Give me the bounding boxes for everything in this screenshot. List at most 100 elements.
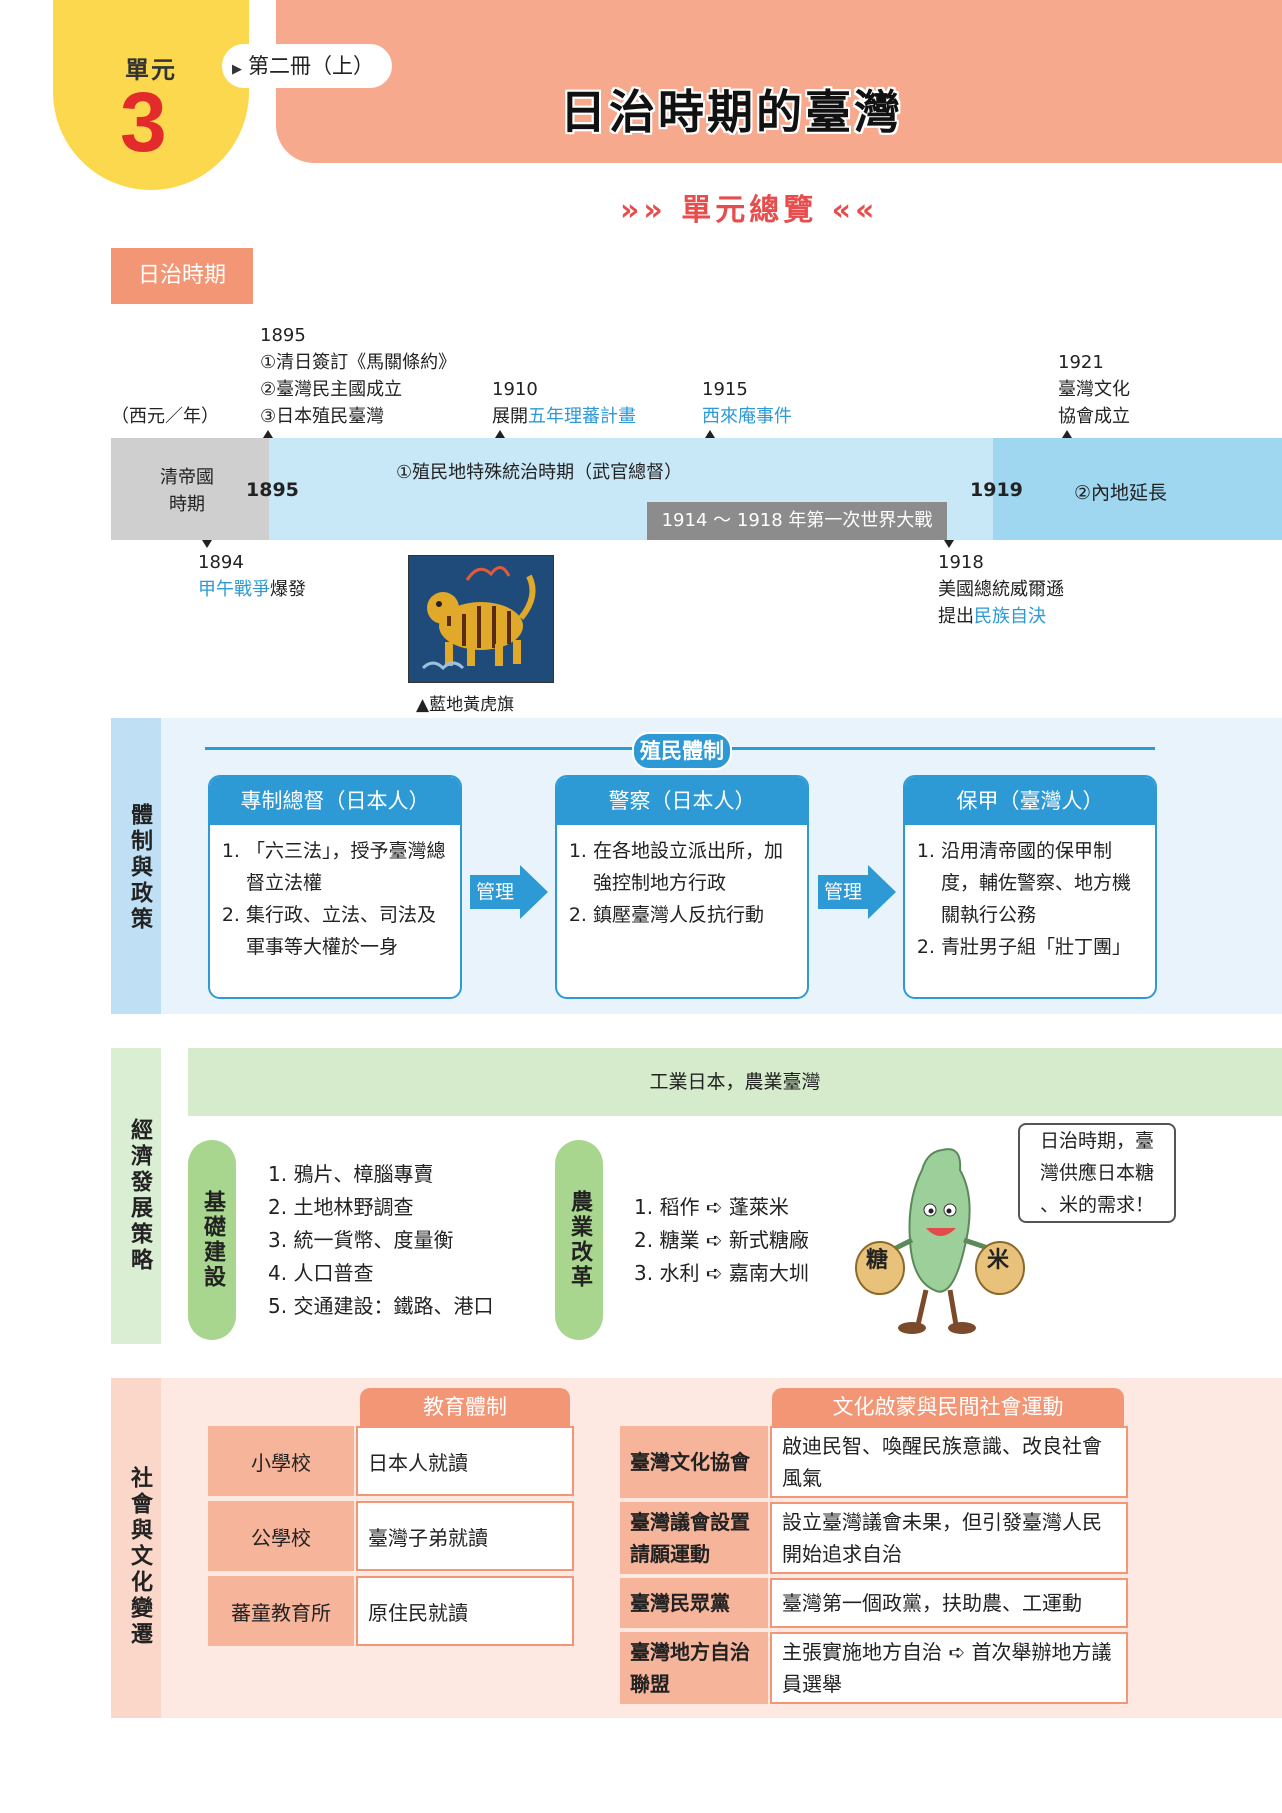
volume-pill: ▶第二冊（上）: [222, 44, 392, 88]
event-text: 爆發: [270, 579, 306, 600]
box-item: 鎮壓臺灣人反抗行動: [593, 899, 795, 931]
movement-name: 臺灣民眾黨: [620, 1578, 768, 1628]
event-line: 協會成立: [1058, 406, 1130, 427]
unit-badge: [53, 0, 249, 190]
end-year: 1919: [970, 479, 1023, 501]
list-item: 3. 統一貨幣、度量衡: [268, 1228, 454, 1252]
tick-1921: [1062, 430, 1072, 438]
event-highlight: 西來庵事件: [702, 406, 792, 427]
qing-label-line: 時期: [169, 494, 205, 515]
event-text: 提出: [938, 606, 974, 627]
manage-arrow-1: 管理: [470, 865, 548, 919]
era-tag: 日治時期: [111, 248, 253, 304]
overview-heading: »» 單元總覽 ««: [620, 185, 878, 229]
movement-desc: 設立臺灣議會未果，但引發臺灣人民開始追求自治: [770, 1502, 1128, 1574]
event-highlight: 民族自決: [974, 606, 1046, 627]
start-year: 1895: [246, 479, 299, 501]
event-1915: 1915 西來庵事件: [702, 376, 792, 430]
chevrons-left-icon: ««: [831, 193, 879, 228]
system-heading: 殖民體制: [632, 732, 732, 770]
page-title: 日治時期的臺灣: [560, 85, 903, 139]
tick-1894: [202, 540, 212, 548]
arrow-label: 管理: [818, 875, 868, 909]
movement-name: 臺灣議會設置請願運動: [620, 1502, 768, 1574]
baojia-box: 保甲（臺灣人） 沿用清帝國的保甲制度，輔佐警察、地方機關執行公務青壯男子組「壯丁…: [903, 775, 1157, 999]
timeline-period-2: [993, 438, 1282, 540]
overview-label: 單元總覽: [681, 193, 818, 228]
tiger-flag-image: [408, 555, 554, 683]
bubble-line: 日治時期，臺: [1039, 1130, 1154, 1152]
list-item: 4. 人口普查: [268, 1261, 374, 1285]
tick-1915: [705, 430, 715, 438]
movement-name: 臺灣地方自治聯盟: [620, 1632, 768, 1704]
school-name: 蕃童教育所: [208, 1576, 354, 1646]
box-title: 專制總督（日本人）: [210, 777, 460, 825]
event-1921: 1921 臺灣文化 協會成立: [1058, 349, 1130, 430]
agri-label: 農業改革: [555, 1140, 603, 1340]
manage-arrow-2: 管理: [818, 865, 896, 919]
event-year: 1921: [1058, 352, 1104, 373]
speech-bubble: 日治時期，臺 灣供應日本糖 、米的需求！: [1018, 1123, 1176, 1223]
economy-band: 工業日本，農業臺灣: [188, 1048, 1282, 1116]
box-item: 在各地設立派出所，加強控制地方行政: [593, 835, 795, 899]
movement-desc: 臺灣第一個政黨，扶助農、工運動: [770, 1578, 1128, 1628]
society-side-tab: 社會與文化變遷: [111, 1378, 161, 1718]
school-desc: 臺灣子弟就讀: [356, 1501, 574, 1571]
event-line: 臺灣文化: [1058, 379, 1130, 400]
list-item: 2. 糖業 ➪ 新式糖廠: [634, 1228, 809, 1252]
event-highlight: 五年理蕃計畫: [528, 406, 636, 427]
movement-desc: 主張實施地方自治 ➪ 首次舉辦地方議員選舉: [770, 1632, 1128, 1704]
event-year: 1915: [702, 379, 748, 400]
sugar-bag-label: 糖: [866, 1248, 889, 1273]
event-year: 1918: [938, 552, 984, 573]
event-1894: 1894 甲午戰爭爆發: [198, 549, 306, 603]
culture-heading: 文化啟蒙與民間社會運動: [772, 1388, 1124, 1426]
list-item: 2. 土地林野調查: [268, 1195, 414, 1219]
event-1918: 1918 美國總統威爾遜 提出民族自決: [938, 549, 1064, 630]
school-name: 小學校: [208, 1426, 354, 1496]
infra-label: 基礎建設: [188, 1140, 236, 1340]
period-1-label: ①殖民地特殊統治時期（武官總督）: [396, 462, 683, 483]
event-line: 美國總統威爾遜: [938, 579, 1064, 600]
event-highlight: 甲午戰爭: [198, 579, 270, 600]
list-item: 1. 稻作 ➪ 蓬萊米: [634, 1195, 789, 1219]
economy-side-label: 經濟發展策略: [127, 1118, 152, 1274]
box-item: 「六三法」，授予臺灣總督立法權: [246, 835, 448, 899]
tick-1910: [495, 430, 505, 438]
box-item: 集行政、立法、司法及軍事等大權於一身: [246, 899, 448, 963]
flag-caption: ▲藍地黃虎旗: [416, 695, 515, 715]
rice-bag-label: 米: [987, 1248, 1010, 1273]
event-year: 1895: [260, 325, 306, 346]
police-box: 警察（日本人） 在各地設立派出所，加強控制地方行政鎮壓臺灣人反抗行動: [555, 775, 809, 999]
qing-label-line: 清帝國: [160, 467, 214, 488]
volume-label: 第二冊（上）: [248, 54, 374, 78]
box-item: 青壯男子組「壯丁團」: [941, 931, 1143, 963]
event-year: 1910: [492, 379, 538, 400]
event-1910: 1910 展開五年理蕃計畫: [492, 376, 636, 430]
bubble-line: 、米的需求！: [1039, 1194, 1154, 1216]
school-name: 公學校: [208, 1501, 354, 1571]
taiwan-mascot-icon: [855, 1148, 1025, 1334]
tiger-icon: [409, 556, 553, 682]
unit-number: 3: [120, 75, 167, 169]
unit-word: 單元: [125, 56, 177, 84]
economy-side-tab: 經濟發展策略: [111, 1048, 161, 1344]
list-item: 1. 鴉片、樟腦專賣: [268, 1162, 434, 1186]
tick-1918: [944, 540, 954, 548]
agri-list: 1. 稻作 ➪ 蓬萊米 2. 糖業 ➪ 新式糖廠 3. 水利 ➪ 嘉南大圳: [634, 1191, 809, 1290]
timeline-qing-period: [111, 438, 269, 540]
wwi-label: 1914 ～ 1918 年第一次世界大戰: [647, 502, 947, 540]
society-side-label: 社會與文化變遷: [127, 1466, 152, 1648]
event-year: 1894: [198, 552, 244, 573]
event-line: ③日本殖民臺灣: [260, 406, 385, 427]
movement-desc: 啟迪民智、喚醒民族意識、改良社會風氣: [770, 1426, 1128, 1498]
school-desc: 原住民就讀: [356, 1576, 574, 1646]
arrow-label: 管理: [470, 875, 520, 909]
event-1895: 1895 ①清日簽訂《馬關條約》 ②臺灣民主國成立 ③日本殖民臺灣: [260, 322, 456, 430]
period-2-label: ②內地延長: [1074, 482, 1168, 504]
system-side-label: 體制與政策: [127, 803, 152, 933]
education-heading: 教育體制: [360, 1388, 570, 1426]
school-desc: 日本人就讀: [356, 1426, 574, 1496]
bubble-line: 灣供應日本糖: [1039, 1162, 1154, 1184]
qing-label: 清帝國 時期: [160, 464, 214, 518]
